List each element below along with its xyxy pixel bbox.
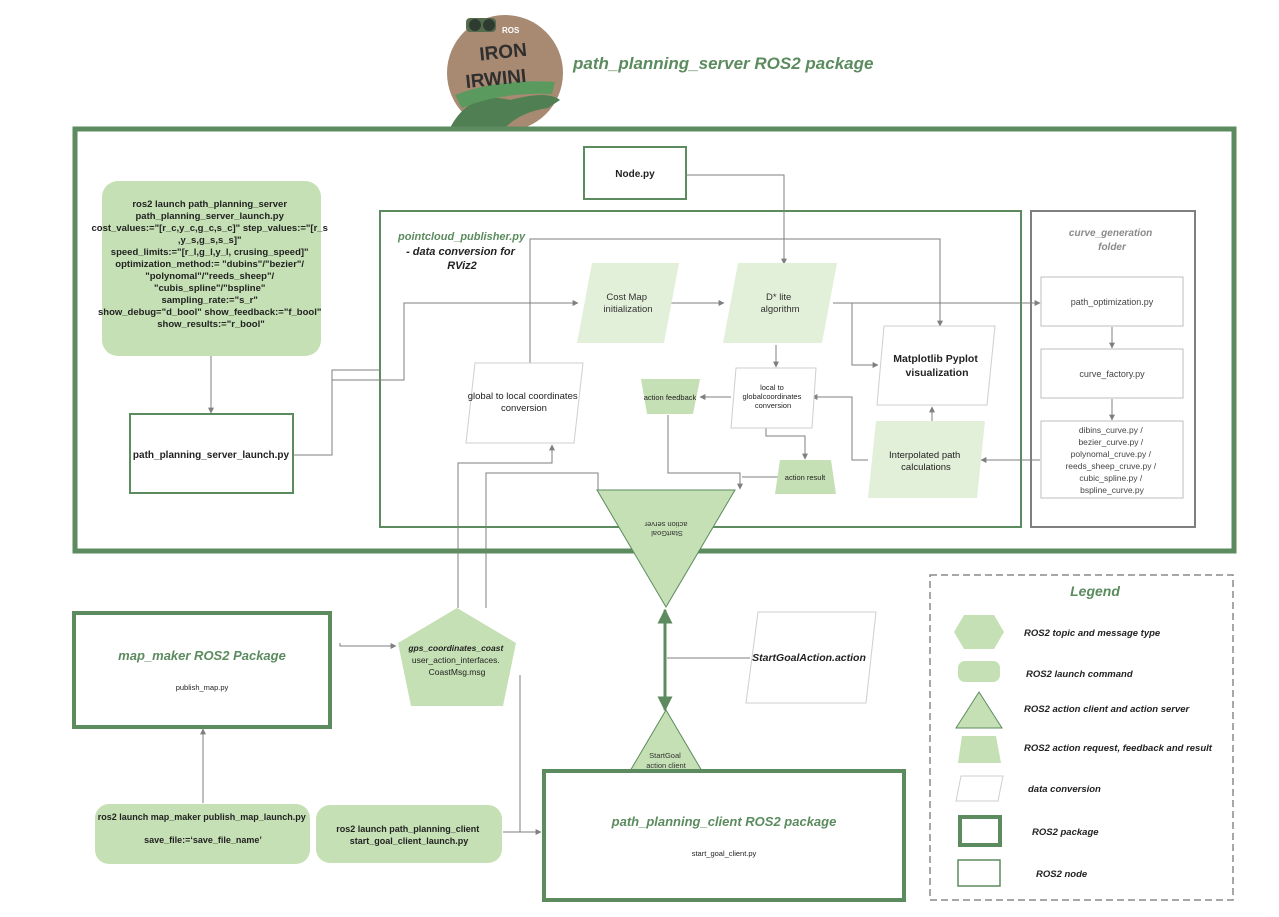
legend-item-launch: ROS2 launch command bbox=[1026, 669, 1133, 680]
legend-item-node: ROS2 node bbox=[1036, 869, 1088, 880]
svg-text:Matplotlib Pyplot visual: Matplotlib Pyplot visualization bbox=[893, 353, 981, 379]
svg-text:dibins_curve.py / bezie: dibins_curve.py / bezier_curve.py / poly… bbox=[1065, 425, 1158, 495]
svg-text:curve_factory.py: curve_factory.py bbox=[1079, 369, 1145, 379]
action-result: action result bbox=[775, 460, 836, 494]
page-title: path_planning_server ROS2 package bbox=[572, 54, 873, 73]
svg-text:local to globalcoordinat: local to globalcoordinates conversion bbox=[743, 383, 804, 410]
gps-coordinates-topic: gps_coordinates_coast user_action_interf… bbox=[398, 608, 516, 706]
svg-text:action result: action result bbox=[785, 473, 826, 482]
pointcloud-title: pointcloud_publisher.py bbox=[397, 231, 526, 243]
server-launch-node: path_planning_server_launch.py bbox=[129, 413, 294, 494]
node-py: Node.py bbox=[583, 146, 687, 200]
path-optimization-file: path_optimization.py bbox=[1040, 276, 1184, 327]
svg-text:StartGoal action server: StartGoal action server bbox=[644, 520, 687, 538]
legend-node-swatch bbox=[957, 859, 1001, 887]
svg-text:gps_coordinates_coast us: gps_coordinates_coast user_action_interf… bbox=[407, 643, 505, 677]
curve-generation-folder-frame bbox=[1030, 210, 1196, 528]
svg-text:path_planning_server_launch.py: path_planning_server_launch.py bbox=[133, 450, 290, 461]
global-to-local-conversion: global to local coordinates conversion bbox=[465, 362, 584, 444]
map-maker-package: map_maker ROS2 Package publish_map.py bbox=[72, 611, 332, 729]
iron-irwini-logo: ROS IRON IRWINI bbox=[447, 15, 563, 131]
svg-text:Node.py: Node.py bbox=[615, 169, 655, 180]
svg-text:action feedback: action feedback bbox=[644, 393, 697, 402]
client-package: path_planning_client ROS2 package start_… bbox=[542, 769, 906, 902]
svg-text:ros2 launch map_maker publish_: ros2 launch map_maker publish_map_launch… bbox=[98, 812, 309, 845]
legend-item-request: ROS2 action request, feedback and result bbox=[1024, 743, 1213, 754]
interpolated-path-calculations: Interpolated path calculations bbox=[868, 421, 985, 498]
logo-brand: ROS bbox=[502, 26, 520, 35]
legend-trapezoid-swatch bbox=[958, 736, 1001, 763]
legend-item-conversion: data conversion bbox=[1028, 784, 1101, 795]
curve-folder-title: curve_generation folder bbox=[1069, 228, 1155, 253]
legend-package-swatch bbox=[958, 815, 1002, 847]
local-to-global-conversion: local to globalcoordinates conversion bbox=[730, 367, 817, 429]
svg-text:Cost Map initialization: Cost Map initialization bbox=[603, 292, 652, 315]
legend-launch-swatch bbox=[958, 661, 1000, 682]
legend-triangle-swatch bbox=[955, 691, 1003, 729]
connectors bbox=[200, 174, 1115, 835]
svg-text:start_goal_client.py: start_goal_client.py bbox=[692, 849, 757, 858]
legend: Legend ROS2 topic and message type ROS2 … bbox=[929, 574, 1234, 901]
svg-text:map_maker ROS2 Package: map_maker ROS2 Package bbox=[118, 648, 286, 663]
matplotlib-visualization: Matplotlib Pyplot visualization bbox=[876, 325, 996, 406]
client-launch-command: ros2 launch path_planning_client start_g… bbox=[316, 805, 502, 863]
legend-item-topic: ROS2 topic and message type bbox=[1024, 628, 1161, 639]
svg-text:publish_map.py: publish_map.py bbox=[176, 683, 229, 692]
svg-text:ros2 launch path_planning_clie: ros2 launch path_planning_client start_g… bbox=[336, 824, 482, 846]
svg-text:path_optimization.py: path_optimization.py bbox=[1071, 297, 1154, 307]
svg-text:StartGoal action client: StartGoal action client bbox=[646, 751, 687, 770]
legend-parallelogram-swatch bbox=[955, 775, 1004, 802]
dstar-lite-algorithm: D* lite algorithm bbox=[723, 263, 837, 343]
legend-item-package: ROS2 package bbox=[1032, 827, 1099, 838]
legend-title: Legend bbox=[1070, 583, 1120, 599]
action-link bbox=[657, 608, 750, 712]
startgoal-action-server: StartGoal action server bbox=[596, 489, 736, 608]
svg-text:StartGoalAction.action: StartGoalAction.action bbox=[752, 652, 866, 664]
server-launch-command: ros2 launch path_planning_server path_pl… bbox=[91, 181, 330, 356]
logo-line1: IRON bbox=[478, 40, 527, 66]
curve-factory-file: curve_factory.py bbox=[1040, 348, 1184, 399]
svg-text:path_planning_client ROS2 pack: path_planning_client ROS2 package bbox=[611, 814, 837, 829]
action-feedback: action feedback bbox=[641, 379, 700, 414]
curve-files-list: dibins_curve.py / bezier_curve.py / poly… bbox=[1040, 420, 1184, 499]
svg-text:Interpolated path calcul: Interpolated path calculations bbox=[889, 450, 963, 473]
svg-text:ros2 launch path_planning_serv: ros2 launch path_planning_server path_pl… bbox=[91, 199, 330, 330]
cost-map-initialization: Cost Map initialization bbox=[577, 263, 679, 343]
pointcloud-subtitle: - data conversion for RViz2 bbox=[406, 246, 518, 272]
legend-item-action: ROS2 action client and action server bbox=[1024, 704, 1191, 715]
startgoal-action-file: StartGoalAction.action bbox=[745, 611, 877, 704]
legend-hexagon-swatch bbox=[954, 615, 1004, 649]
svg-text:D* lite algorithm: D* lite algorithm bbox=[760, 292, 799, 315]
svg-text:global to local coordinates: global to local coordinates conversion bbox=[468, 391, 581, 414]
map-maker-launch-command: ros2 launch map_maker publish_map_launch… bbox=[95, 804, 310, 864]
